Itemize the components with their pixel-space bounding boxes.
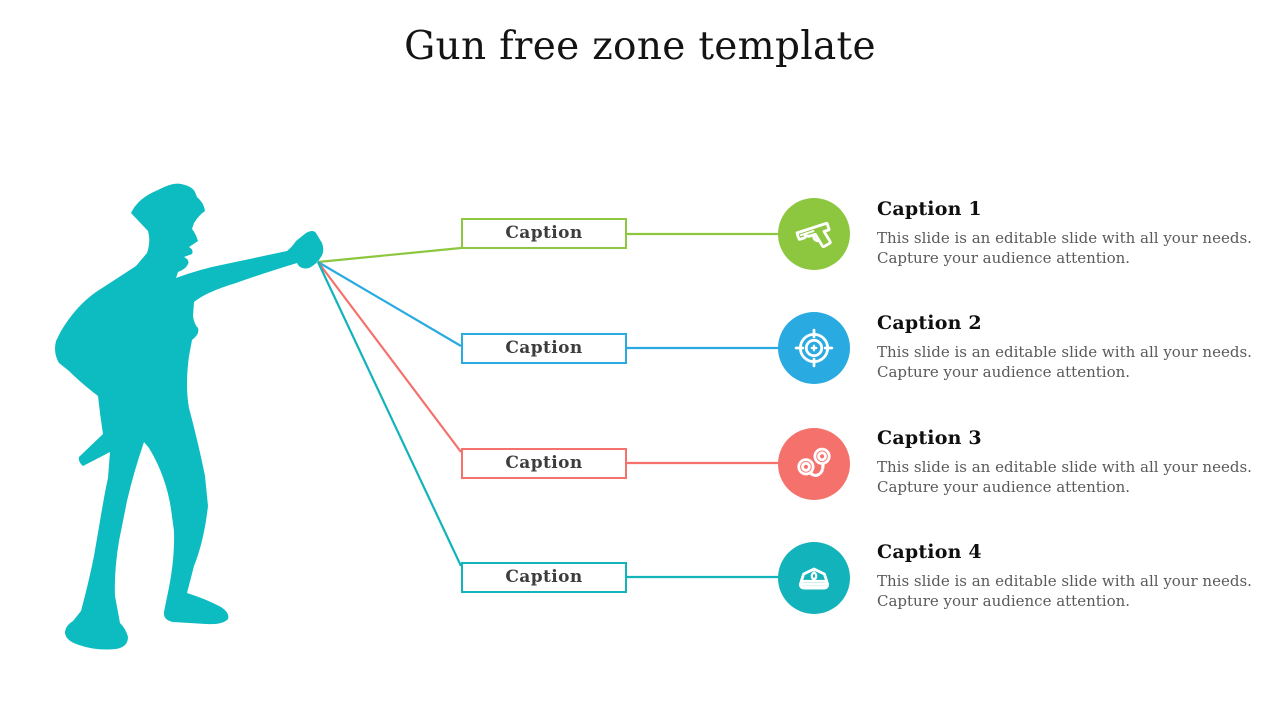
caption-box-label: Caption — [505, 223, 583, 243]
icon-badge-1 — [778, 198, 850, 270]
caption-heading: Caption 2 — [877, 312, 982, 334]
fan-connector-line — [317, 261, 462, 453]
caption-heading: Caption 3 — [877, 427, 982, 449]
caption-description-line: Capture your audience attention. — [877, 478, 1131, 496]
caption-description-line: This slide is an editable slide with all… — [877, 458, 1252, 476]
handcuffs-icon — [797, 447, 831, 478]
pistol-icon — [795, 221, 832, 248]
caption-text-block-4: Caption 4 This slide is an editable slid… — [877, 541, 1252, 611]
officer-silhouette-shape — [55, 183, 324, 650]
caption-text-block-1: Caption 1 This slide is an editable slid… — [877, 198, 1252, 268]
slide-title: Gun free zone template — [404, 24, 876, 69]
caption-text-block-3: Caption 3 This slide is an editable slid… — [877, 427, 1252, 497]
police-cap-icon — [798, 567, 830, 590]
caption-description-line: Capture your audience attention. — [877, 249, 1131, 267]
caption-heading: Caption 1 — [877, 198, 982, 220]
caption-description-line: This slide is an editable slide with all… — [877, 229, 1252, 247]
caption-box-label: Caption — [505, 453, 583, 473]
caption-box-3: Caption — [461, 448, 627, 479]
caption-description-line: Capture your audience attention. — [877, 592, 1131, 610]
caption-description-line: This slide is an editable slide with all… — [877, 343, 1252, 361]
caption-box-1: Caption — [461, 218, 627, 249]
caption-box-label: Caption — [505, 338, 583, 358]
caption-box-4: Caption — [461, 562, 627, 593]
caption-description-line: This slide is an editable slide with all… — [877, 572, 1252, 590]
icon-badge-2 — [778, 312, 850, 384]
icon-badge-3 — [778, 428, 850, 500]
target-crosshair-icon — [794, 328, 834, 368]
icon-badge-4 — [778, 542, 850, 614]
fan-connector-line — [317, 246, 462, 264]
caption-box-label: Caption — [505, 567, 583, 587]
caption-text-block-2: Caption 2 This slide is an editable slid… — [877, 312, 1252, 382]
caption-description-line: Capture your audience attention. — [877, 363, 1131, 381]
fan-connector-line — [317, 261, 462, 567]
police-officer-silhouette — [55, 183, 324, 650]
caption-heading: Caption 4 — [877, 541, 982, 563]
fan-connector-line — [317, 261, 462, 347]
caption-box-2: Caption — [461, 333, 627, 364]
